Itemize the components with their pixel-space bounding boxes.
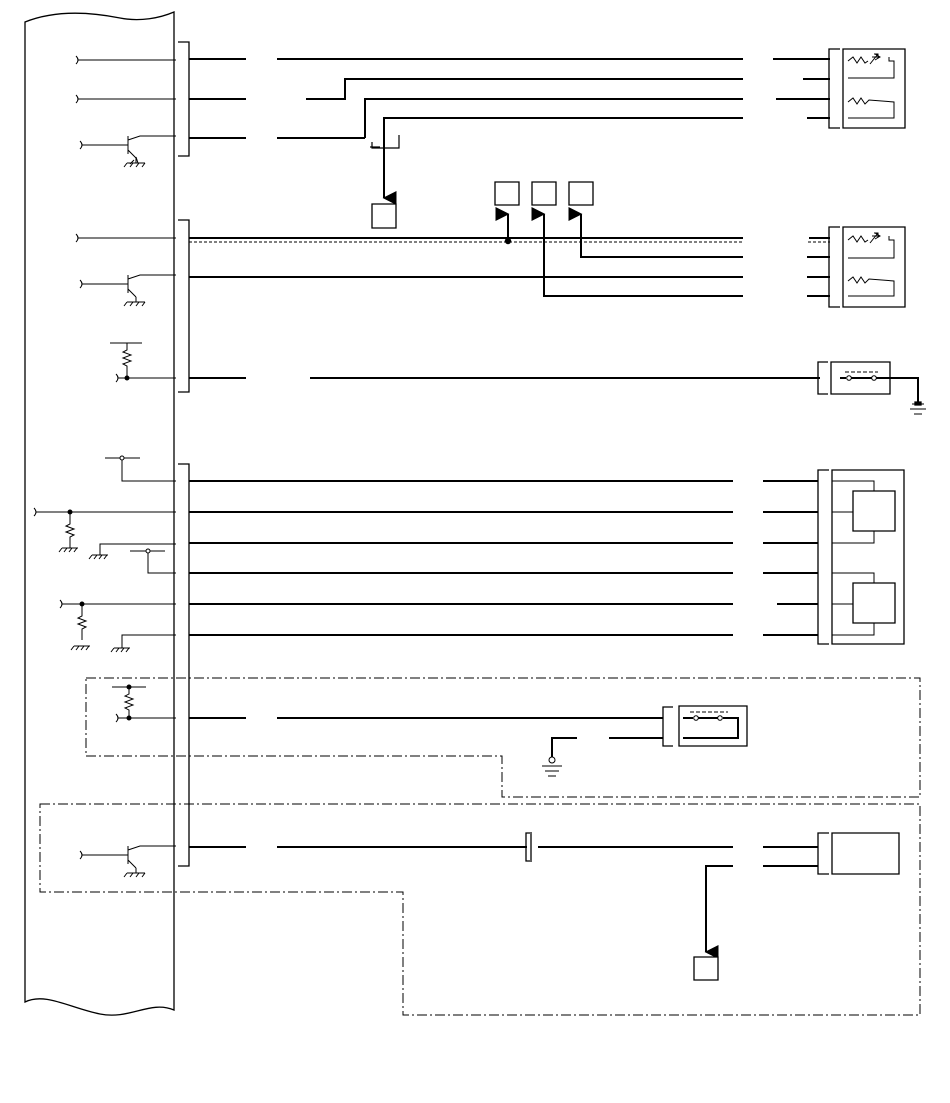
harness-section-1 <box>189 59 743 205</box>
ground-symbol <box>124 158 145 167</box>
sensor-1 <box>773 49 905 128</box>
test-points <box>495 182 593 205</box>
ecu-internal-group-3 <box>34 456 176 877</box>
wire <box>531 207 743 296</box>
switch-1 <box>189 362 926 414</box>
actuator-circuit <box>189 833 818 959</box>
sensor-2 <box>807 227 905 307</box>
inline-connector <box>526 833 532 861</box>
boundary-actuator <box>40 804 920 1015</box>
ecu-connector-3 <box>178 464 189 866</box>
wire <box>568 207 743 257</box>
ground-symbol <box>542 766 562 776</box>
actuator-module <box>818 833 899 874</box>
harness-section-2 <box>189 207 743 296</box>
actuator-ground-box <box>694 957 718 980</box>
module-b <box>853 583 895 623</box>
ecu-internal-group-1 <box>76 56 176 167</box>
test-point-2 <box>532 182 556 205</box>
ecu-connector-1 <box>178 42 189 156</box>
ecu-connectors <box>178 42 189 866</box>
test-point-1 <box>495 182 519 205</box>
boundary-switch-2 <box>86 678 920 797</box>
control-unit-body <box>25 12 174 1015</box>
switch-2 <box>189 706 747 776</box>
sensor-1-connector <box>829 49 840 128</box>
dual-module-block <box>818 470 904 644</box>
wire <box>704 866 733 959</box>
test-point-3 <box>569 182 593 205</box>
transistor-symbol <box>82 136 176 164</box>
harness-section-3 <box>189 481 818 635</box>
wire <box>189 79 743 99</box>
wire <box>365 99 743 138</box>
ecu-internal-group-2 <box>76 234 176 382</box>
junction-box <box>372 204 396 228</box>
wire <box>384 118 743 168</box>
variable-resistor <box>848 54 894 78</box>
ecu-connector-2 <box>178 220 189 392</box>
resistor <box>848 98 894 118</box>
wire-shield <box>372 135 399 148</box>
module-a <box>853 491 895 531</box>
